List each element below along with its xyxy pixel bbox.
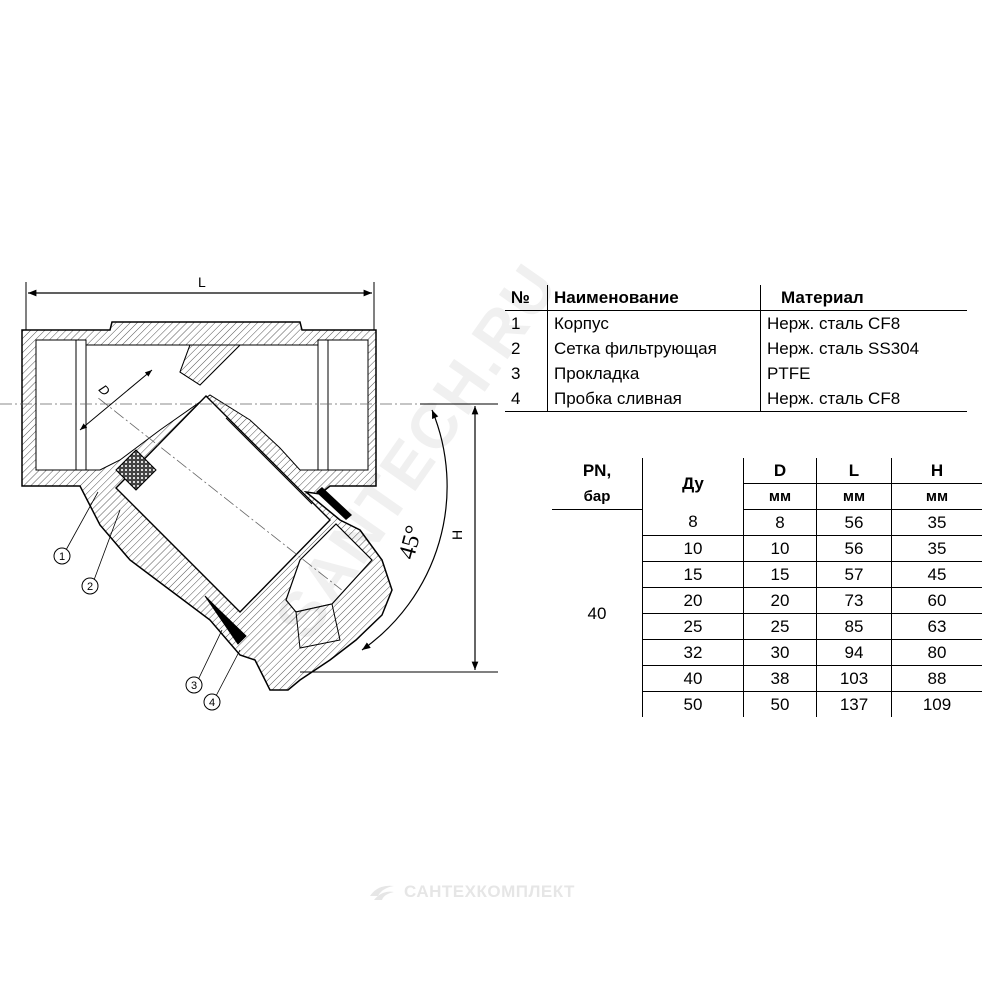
cell-h: 35 (891, 535, 982, 562)
cell-l: 137 (816, 691, 892, 717)
dim-H-label: H (449, 530, 465, 540)
dimensions-row: 20 20 73 60 (552, 587, 982, 614)
callout-1-label: 1 (59, 551, 65, 563)
header-material: Материал (760, 285, 967, 311)
cell-dn: 25 (642, 613, 744, 640)
y-strainer-drawing: L D H (0, 274, 498, 711)
header-pn: PN, (552, 458, 643, 484)
brand-logo-icon (370, 885, 394, 900)
row-number: 2 (505, 336, 548, 361)
header-l: L (816, 458, 892, 484)
cell-dn: 32 (642, 639, 744, 666)
dimension-H: H (300, 403, 498, 673)
dimensions-row: 10 10 56 35 (552, 535, 982, 562)
materials-row: 1 Корпус Нерж. сталь CF8 (505, 310, 967, 336)
callout-1 (53, 547, 71, 565)
cell-dn: 50 (642, 691, 744, 717)
row-name: Сетка фильтрующая (547, 336, 761, 361)
dimensions-row: 25 25 85 63 (552, 613, 982, 640)
materials-row: 2 Сетка фильтрующая Нерж. сталь SS304 (505, 336, 967, 361)
cell-d: 10 (743, 535, 817, 562)
header-h: H (891, 458, 982, 484)
row-material: PTFE (767, 363, 811, 383)
row-material: Нерж. сталь SS304 (767, 338, 920, 358)
row-number: 1 (505, 310, 548, 336)
cell-l: 73 (816, 587, 892, 614)
header-name: Наименование (547, 285, 761, 311)
cell-dn: 10 (642, 535, 744, 562)
dimensions-row: 15 15 57 45 (552, 561, 982, 588)
dimensions-table: PN, Ду D L H бар мм мм мм 40 8 8 56 35 1… (552, 458, 982, 717)
materials-table: № Наименование Материал 1 Корпус Нерж. с… (505, 285, 967, 412)
footer-logo: САНТЕХКОМПЛЕКТ (368, 882, 575, 902)
cell-d: 8 (743, 509, 817, 536)
cell-dn: 8 (642, 509, 744, 536)
callout-4 (203, 693, 221, 711)
callout-2 (81, 577, 99, 595)
callout-2-label: 2 (87, 581, 93, 593)
cell-d: 30 (743, 639, 817, 666)
cell-h: 109 (922, 694, 952, 714)
row-name: Корпус (547, 310, 761, 336)
valve-body (21, 321, 393, 691)
cell-d: 20 (743, 587, 817, 614)
row-material: Нерж. сталь CF8 (767, 313, 901, 333)
row-number: 3 (505, 361, 548, 386)
dim-L-label: L (198, 274, 206, 290)
angle-label: 45° (394, 523, 428, 562)
row-name: Пробка сливная (547, 386, 761, 412)
brand-name: САНТЕХКОМПЛЕКТ (404, 882, 575, 901)
cell-l: 94 (816, 639, 892, 666)
dimensions-row: 40 38 103 88 (552, 665, 982, 692)
materials-row: 3 Прокладка PTFE (505, 361, 967, 386)
cell-l: 103 (816, 665, 892, 692)
cell-d: 25 (743, 613, 817, 640)
cell-d: 38 (743, 665, 817, 692)
cell-h: 88 (891, 665, 982, 692)
materials-row: 4 Пробка сливная Нерж. сталь CF8 (505, 386, 967, 412)
cell-l: 85 (816, 613, 892, 640)
header-dn: Ду (642, 458, 744, 510)
cell-dn: 40 (642, 665, 744, 692)
row-name: Прокладка (547, 361, 761, 386)
unit-l: мм (816, 483, 892, 510)
cell-l: 56 (816, 509, 892, 536)
header-number: № (505, 285, 548, 311)
cell-d: 15 (743, 561, 817, 588)
row-number: 4 (505, 386, 548, 412)
dimensions-unit-row: бар мм мм мм (552, 483, 982, 510)
row-material: Нерж. сталь CF8 (760, 386, 967, 412)
cell-h: 60 (891, 587, 982, 614)
callout-3-label: 3 (191, 680, 197, 692)
cell-d: 50 (743, 691, 817, 717)
dimension-L: L (25, 274, 375, 330)
dimensions-row: 50 50 137 109 (552, 691, 982, 717)
cell-h: 63 (891, 613, 982, 640)
header-pn-unit: бар (552, 483, 643, 510)
dimensions-row: 32 30 94 80 (552, 639, 982, 666)
header-d: D (743, 458, 817, 484)
center-line-diagonal (98, 397, 342, 591)
unit-h: мм (891, 483, 982, 510)
cell-h: 80 (891, 639, 982, 666)
callout-4-label: 4 (209, 697, 215, 709)
cell-h: 35 (891, 509, 982, 536)
dimensions-row: 40 8 8 56 35 (552, 509, 982, 717)
dimensions-header-row: PN, Ду D L H (552, 458, 982, 510)
cell-l: 57 (816, 561, 892, 588)
pn-value: 40 (552, 509, 643, 717)
materials-header-row: № Наименование Материал (505, 285, 967, 311)
cell-dn: 20 (642, 587, 744, 614)
cell-h: 45 (891, 561, 982, 588)
callout-3 (185, 676, 203, 694)
callouts: 1 2 3 4 (53, 491, 241, 711)
cell-dn: 15 (642, 561, 744, 588)
unit-d: мм (743, 483, 817, 510)
cell-l: 56 (816, 535, 892, 562)
